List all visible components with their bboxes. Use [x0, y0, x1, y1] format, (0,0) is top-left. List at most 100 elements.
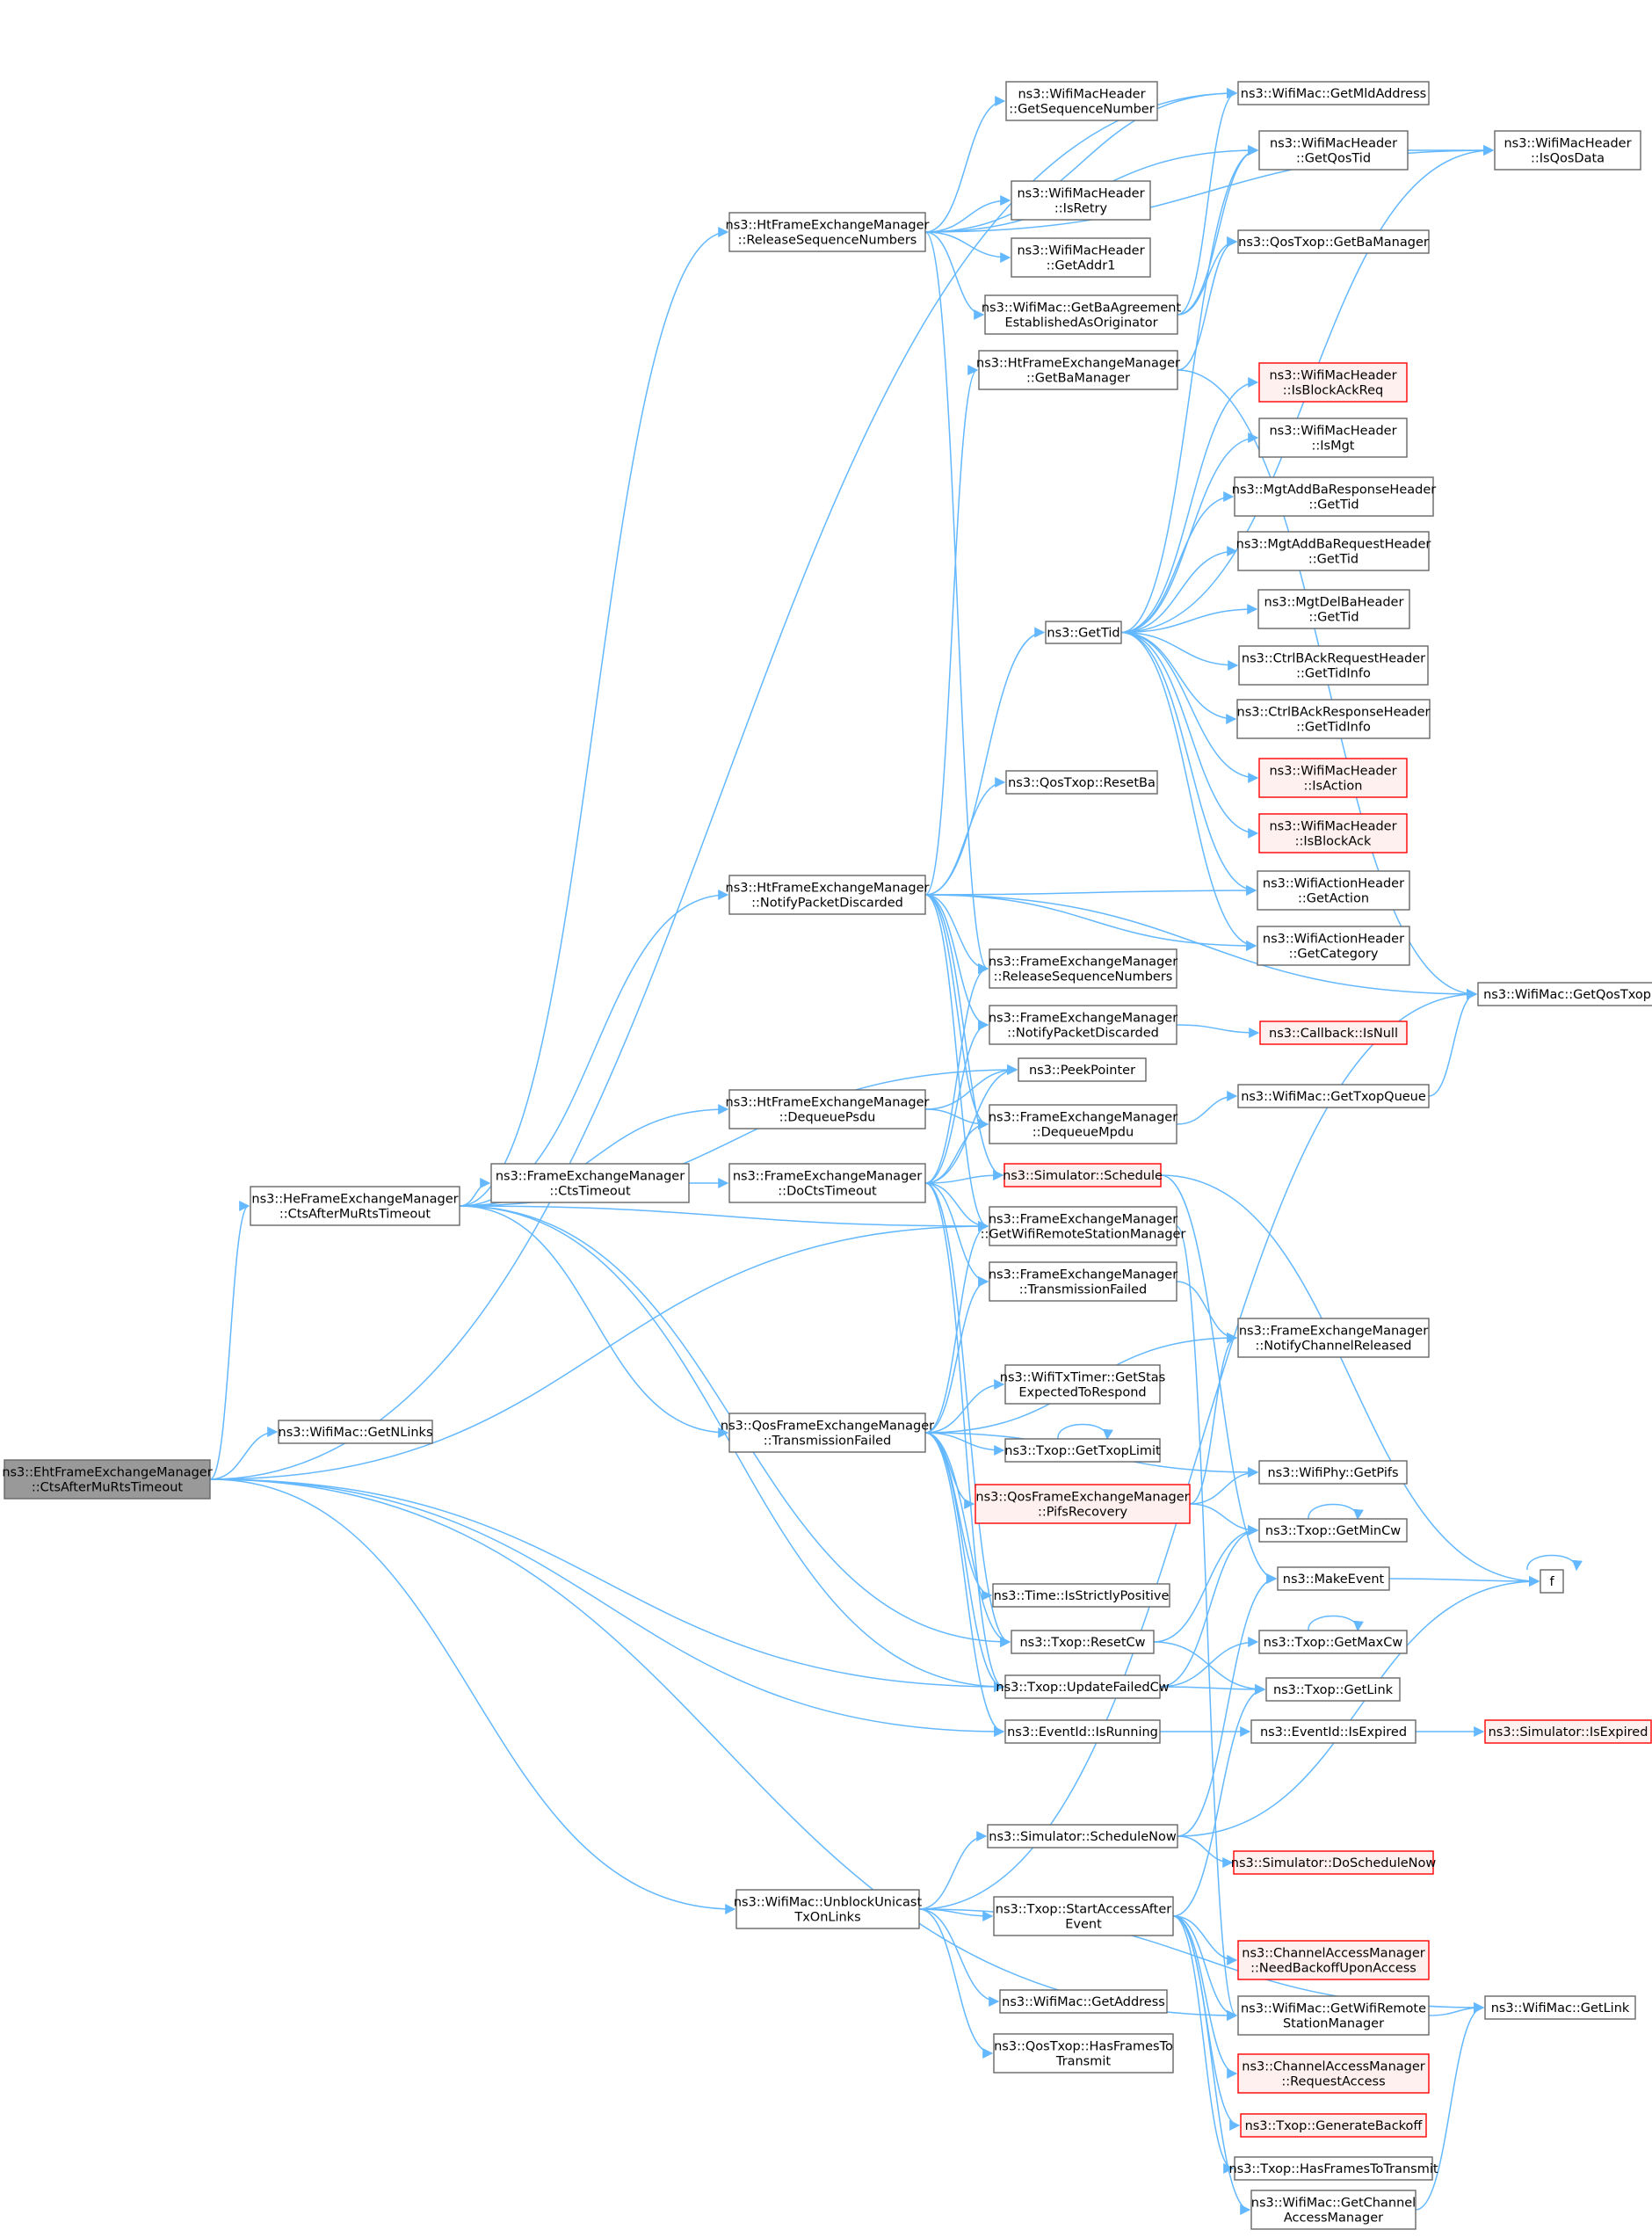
graph-node[interactable]: ns3::PeekPointer [1018, 1057, 1147, 1082]
graph-node[interactable]: ns3::ChannelAccessManager::RequestAccess [1237, 2053, 1430, 2094]
graph-node[interactable]: ns3::Txop::GetTxopLimit [1004, 1438, 1161, 1463]
graph-node[interactable]: ns3::Txop::GetMinCw [1258, 1518, 1408, 1543]
node-box [1258, 758, 1408, 798]
call-edge [924, 96, 1006, 233]
graph-node[interactable]: ns3::MgtDelBaHeader::GetTid [1257, 589, 1410, 629]
call-edge [924, 894, 989, 1030]
node-box [1258, 813, 1408, 853]
graph-node[interactable]: ns3::MgtAddBaResponseHeader::GetTid [1232, 476, 1437, 517]
graph-node[interactable]: ns3::QosTxop::HasFramesToTransmit [993, 2033, 1174, 2074]
node-label: ns3::FrameExchangeManager [989, 1012, 1177, 1026]
graph-node[interactable]: ns3::Simulator::ScheduleNow [987, 1824, 1178, 1848]
graph-node[interactable]: ns3::QosFrameExchangeManager::Transmissi… [721, 1413, 934, 1453]
node-box [250, 1186, 460, 1226]
graph-node[interactable]: ns3::CtrlBAckResponseHeader::GetTidInfo [1236, 699, 1431, 739]
graph-node[interactable]: ns3::Txop::GenerateBackoff [1240, 2113, 1427, 2138]
graph-node[interactable]: ns3::FrameExchangeManager::NotifyChannel… [1237, 1318, 1430, 1358]
graph-node[interactable]: ns3::MakeEvent [1277, 1566, 1390, 1591]
node-box [1258, 130, 1409, 171]
graph-node[interactable]: ns3::MgtAddBaRequestHeader::GetTid [1236, 531, 1431, 571]
graph-node[interactable]: ns3::WifiMacHeader::GetAddr1 [1011, 237, 1151, 278]
call-edge [924, 195, 1011, 233]
graph-node[interactable]: ns3::WifiActionHeader::GetCategory [1257, 926, 1410, 966]
graph-node[interactable]: ns3::WifiPhy::GetPifs [1258, 1460, 1408, 1485]
node-label: ns3::WifiMacHeader [1270, 137, 1397, 151]
node-label: ::IsBlockAck [1295, 835, 1372, 849]
node-box [1540, 1569, 1564, 1594]
graph-node[interactable]: ns3::CtrlBAckRequestHeader::GetTidInfo [1238, 645, 1429, 686]
graph-node[interactable]: ns3::WifiMacHeader::IsBlockAck [1258, 813, 1408, 853]
node-label: ::PifsRecovery [1038, 1506, 1128, 1520]
graph-node[interactable]: ns3::WifiMacHeader::IsAction [1258, 758, 1408, 798]
call-edge [1172, 1684, 1266, 1917]
graph-node[interactable]: ns3::WifiMacHeader::IsMgt [1258, 418, 1408, 458]
node-box [989, 1104, 1177, 1144]
call-edge [459, 1205, 729, 1438]
node-box [1277, 1566, 1390, 1591]
graph-node[interactable]: ns3::WifiMac::GetMldAddress [1237, 81, 1430, 105]
graph-node[interactable]: ns3::WifiMacHeader::GetSequenceNumber [1005, 81, 1158, 121]
graph-node[interactable]: ns3::ChannelAccessManager::NeedBackoffUp… [1237, 1940, 1430, 1980]
graph-node[interactable]: ns3::FrameExchangeManager::GetWifiRemote… [981, 1206, 1186, 1246]
graph-node[interactable]: ns3::WifiMacHeader::IsBlockAckReq [1258, 362, 1408, 403]
node-label: ns3::Txop::GenerateBackoff [1245, 2119, 1424, 2133]
graph-node[interactable]: ns3::WifiMacHeader::IsRetry [1011, 180, 1151, 221]
node-label: ns3::WifiMac::GetLink [1491, 2001, 1630, 2015]
graph-node[interactable]: ns3::WifiTxTimer::GetStasExpectedToRespo… [1000, 1364, 1166, 1405]
graph-node[interactable]: ns3::HtFrameExchangeManager::ReleaseSequ… [726, 212, 930, 252]
graph-node[interactable]: ns3::WifiMac::GetQosTxop [1477, 982, 1652, 1006]
graph-node[interactable]: ns3::Txop::ResetCw [1011, 1630, 1155, 1654]
node-box [1250, 1719, 1417, 1744]
graph-node[interactable]: ns3::GetTid [1045, 621, 1122, 644]
node-label: ::NeedBackoffUponAccess [1250, 1962, 1417, 1976]
graph-node[interactable]: ns3::FrameExchangeManager::CtsTimeout [490, 1163, 690, 1203]
node-box [1258, 1518, 1408, 1543]
node-label: ns3::FrameExchangeManager [989, 1213, 1177, 1227]
graph-node[interactable]: ns3::HtFrameExchangeManager::GetBaManage… [976, 350, 1180, 390]
graph-node[interactable]: ns3::Simulator::IsExpired [1484, 1719, 1652, 1744]
graph-node[interactable]: ns3::FrameExchangeManager::ReleaseSequen… [989, 948, 1177, 989]
graph-node[interactable]: ns3::EventId::IsExpired [1250, 1719, 1417, 1744]
graph-node[interactable]: f [1540, 1569, 1564, 1594]
node-label: ns3::WifiMac::GetMldAddress [1241, 87, 1426, 101]
graph-node[interactable]: ns3::WifiMac::GetTxopQueue [1237, 1084, 1430, 1108]
graph-node[interactable]: ns3::EhtFrameExchangeManager::CtsAfterMu… [2, 1459, 213, 1500]
graph-node[interactable]: ns3::EventId::IsRunning [1004, 1719, 1161, 1744]
node-label: ::DoCtsTimeout [778, 1185, 877, 1199]
graph-node[interactable]: ns3::WifiMacHeader::IsQosData [1494, 130, 1641, 171]
graph-node[interactable]: ns3::FrameExchangeManager::DoCtsTimeout [728, 1163, 926, 1203]
graph-node[interactable]: ns3::WifiMac::GetAddress [999, 1989, 1168, 2014]
node-label: ::CtsTimeout [549, 1185, 631, 1199]
graph-node[interactable]: ns3::FrameExchangeManager::TransmissionF… [989, 1261, 1177, 1302]
call-edge [924, 885, 1257, 897]
graph-node[interactable]: ns3::WifiActionHeader::GetAction [1257, 870, 1410, 911]
graph-node[interactable]: ns3::Txop::GetMaxCw [1258, 1630, 1408, 1654]
node-label: ns3::Simulator::IsExpired [1489, 1725, 1648, 1739]
graph-node[interactable]: ns3::Txop::GetLink [1265, 1677, 1401, 1702]
graph-node[interactable]: ns3::Txop::UpdateFailedCw [996, 1674, 1170, 1699]
graph-node[interactable]: ns3::Txop::HasFramesToTransmit [1228, 2156, 1438, 2181]
graph-node[interactable]: ns3::QosTxop::GetBaManager [1237, 229, 1430, 254]
graph-node[interactable]: ns3::Callback::IsNull [1259, 1020, 1408, 1045]
graph-node[interactable]: ns3::WifiMac::GetNLinks [278, 1420, 433, 1444]
graph-node[interactable]: ns3::WifiMac::GetBaAgreementEstablishedA… [982, 294, 1182, 335]
node-label: ns3::EhtFrameExchangeManager [2, 1466, 212, 1480]
graph-node[interactable]: ns3::WifiMacHeader::GetQosTid [1258, 130, 1409, 171]
graph-node[interactable]: ns3::HtFrameExchangeManager::NotifyPacke… [726, 875, 930, 915]
graph-node[interactable]: ns3::FrameExchangeManager::DequeueMpdu [989, 1104, 1177, 1144]
node-box [1237, 2053, 1430, 2094]
graph-node[interactable]: ns3::FrameExchangeManager::NotifyPacketD… [989, 1005, 1177, 1045]
graph-node[interactable]: ns3::QosFrameExchangeManager::PifsRecove… [975, 1484, 1191, 1524]
graph-node[interactable]: ns3::Simulator::Schedule [1003, 1163, 1163, 1187]
graph-node[interactable]: ns3::HeFrameExchangeManager::CtsAfterMuR… [250, 1186, 460, 1226]
graph-node[interactable]: ns3::WifiMac::GetLink [1484, 1995, 1636, 2020]
graph-node[interactable]: ns3::QosTxop::ResetBa [1005, 770, 1158, 795]
graph-node[interactable]: ns3::Simulator::DoScheduleNow [1231, 1850, 1437, 1875]
graph-node[interactable]: ns3::WifiMac::GetWifiRemoteStationManage… [1237, 1995, 1430, 2036]
graph-node[interactable]: ns3::HtFrameExchangeManager::DequeuePsdu [726, 1089, 930, 1129]
node-label: f [1549, 1575, 1554, 1589]
graph-node[interactable]: ns3::Time::IsStrictlyPositive [992, 1583, 1170, 1608]
